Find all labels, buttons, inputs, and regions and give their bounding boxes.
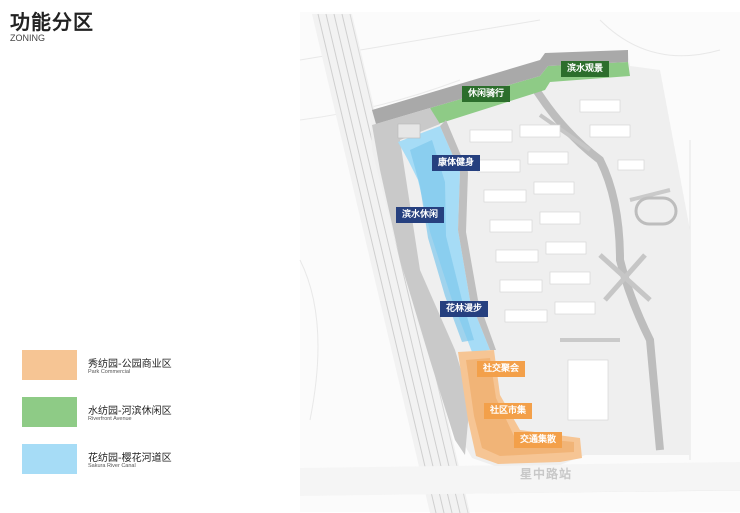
zone-label-social-gathering: 社交聚会 <box>477 361 526 377</box>
page-title: 功能分区 <box>10 10 94 34</box>
zone-label-community-market: 社区市集 <box>484 403 533 419</box>
legend-swatch-blue <box>22 444 77 474</box>
legend-swatch-orange <box>22 350 77 380</box>
page-subtitle: ZONING <box>10 33 45 43</box>
legend-swatch-green <box>22 397 77 427</box>
canal-water <box>410 140 474 342</box>
bottom-road <box>300 462 740 496</box>
zone-label-flower-walk: 花林漫步 <box>440 301 489 317</box>
railway <box>312 13 470 513</box>
legend-label: 花纺园-樱花河道区 <box>88 453 172 464</box>
zone-label-fitness: 康体健身 <box>432 155 481 171</box>
legend-label-en: Sakura River Canal <box>88 463 136 469</box>
legend-label: 秀纺园-公园商业区 <box>88 359 172 370</box>
zone-label-transit-gathering: 交通集散 <box>514 432 563 448</box>
zone-label-leisure-ride: 休闲骑行 <box>462 86 511 102</box>
zone-riverfront <box>430 62 630 124</box>
station-building <box>397 123 421 139</box>
zone-label-riverside-leisure: 滨水休闲 <box>396 207 445 223</box>
legend-label-en: Park Commercial <box>88 369 131 375</box>
canal-edge-left <box>372 108 470 455</box>
street-name: 星中路站 <box>520 467 573 481</box>
zone-park-commercial-core <box>466 358 574 456</box>
legend-label: 水纺园-河滨休闲区 <box>88 406 172 417</box>
zone-label-riverside-view: 滨水观景 <box>561 61 610 77</box>
legend-label-en: Riverfront Avenue <box>88 416 132 422</box>
